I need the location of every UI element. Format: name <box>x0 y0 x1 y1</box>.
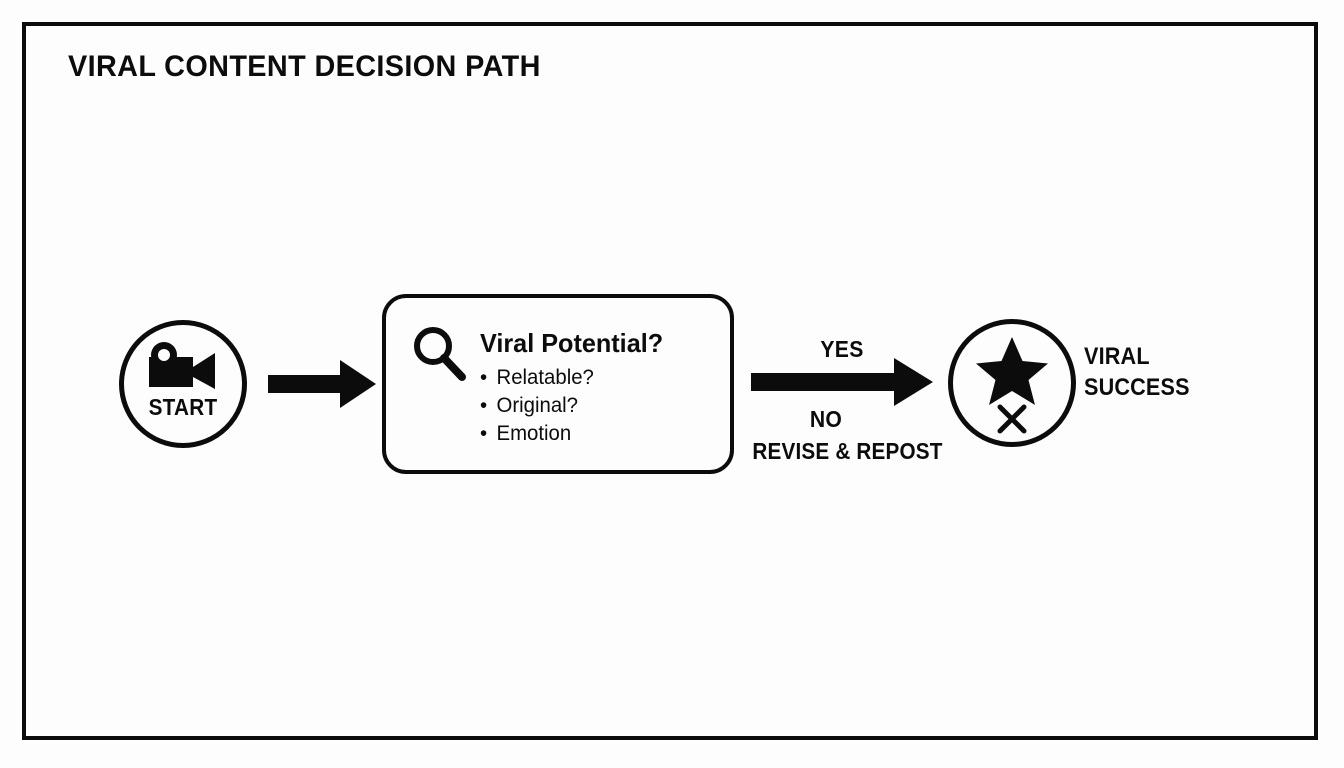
start-node-label: START <box>148 394 218 420</box>
decision-node-content: Viral Potential? Relatable? Original? Em… <box>480 328 726 448</box>
list-item: Relatable? <box>480 364 719 392</box>
video-camera-icon <box>145 341 221 391</box>
branch-label-no: NO <box>809 406 843 432</box>
success-node-label-line-1: VIRAL <box>1084 343 1150 370</box>
start-node[interactable]: START <box>119 320 247 448</box>
page-title: VIRAL CONTENT DECISION PATH <box>68 50 541 83</box>
success-node-label: VIRAL SUCCESS <box>1084 341 1190 403</box>
success-node[interactable] <box>948 319 1076 447</box>
x-mark-icon <box>994 401 1030 437</box>
decision-node[interactable]: Viral Potential? Relatable? Original? Em… <box>382 294 734 474</box>
success-node-label-line-2: SUCCESS <box>1084 374 1190 401</box>
list-item: Original? <box>480 392 719 420</box>
branch-action-revise-repost: REVISE & REPOST <box>752 438 943 464</box>
arrow-right-icon-decision-to-success <box>751 356 933 408</box>
arrow-right-icon-start-to-decision <box>268 358 376 410</box>
branch-label-yes: YES <box>820 336 864 362</box>
star-icon <box>976 337 1048 405</box>
list-item: Emotion <box>480 420 719 448</box>
magnifying-glass-icon <box>410 324 468 382</box>
decision-node-heading: Viral Potential? <box>480 328 664 358</box>
criteria-list: Relatable? Original? Emotion <box>480 364 726 448</box>
